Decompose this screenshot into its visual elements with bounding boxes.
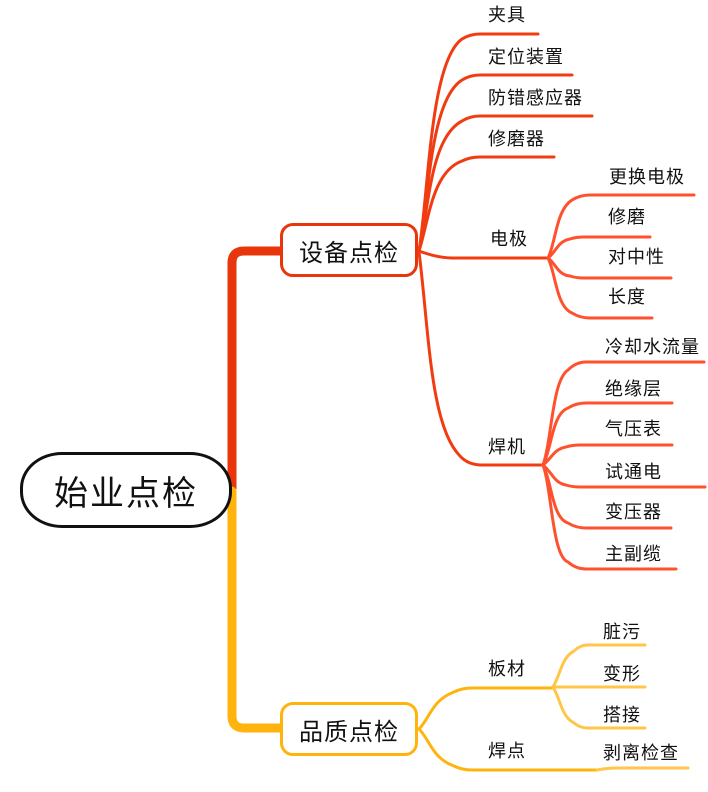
branch-length [546, 256, 654, 320]
topic-welder[interactable]: 焊机 [488, 437, 526, 457]
trunk-equipment [227, 246, 282, 489]
branch-weld-spot [417, 727, 599, 772]
branch-cooling-water-flow [541, 360, 706, 467]
leaf-cooling-water-flow[interactable]: 冷却水流量 [605, 337, 700, 357]
branch-main-sub-cable [541, 463, 678, 571]
leaf-main-sub-cable[interactable]: 主副缆 [605, 544, 662, 564]
leaf-deformation[interactable]: 变形 [603, 664, 641, 684]
leaf-insulation-layer[interactable]: 绝缘层 [605, 379, 662, 399]
branch-dirt [551, 643, 647, 689]
branch-dressing [546, 235, 652, 260]
leaf-dresser[interactable]: 修磨器 [488, 129, 545, 149]
branch-insulation-layer [541, 401, 674, 467]
branch-power-on-test [541, 463, 707, 489]
leaf-transformer[interactable]: 变压器 [605, 502, 662, 522]
branch-pressure-gauge [541, 443, 674, 467]
leaf-error-proof-sensor[interactable]: 防错感应器 [488, 88, 583, 108]
branch-error-proof-sensor [417, 114, 594, 253]
branch-welder [417, 250, 545, 467]
branch-centering [546, 256, 673, 280]
leaf-dressing[interactable]: 修磨 [608, 207, 646, 227]
branch-overlap [551, 685, 647, 730]
branch-dresser [417, 155, 556, 253]
leaf-peel-inspection[interactable]: 剥离检查 [603, 743, 679, 763]
branch-transformer [541, 463, 673, 530]
topic-quality-inspection[interactable]: 品质点检 [280, 702, 418, 756]
branch-peel-inspection [595, 766, 690, 772]
leaf-dirt[interactable]: 脏污 [603, 622, 641, 642]
topic-sheet-material[interactable]: 板材 [488, 659, 526, 679]
trunk-quality [219, 486, 282, 733]
topic-electrode[interactable]: 电极 [490, 229, 528, 249]
leaf-length[interactable]: 长度 [608, 287, 646, 307]
leaf-pressure-gauge[interactable]: 气压表 [605, 419, 662, 439]
branch-replace-electrode [546, 193, 696, 260]
topic-equipment-inspection[interactable]: 设备点检 [280, 223, 418, 277]
branch-electrode [417, 249, 550, 260]
leaf-power-on-test[interactable]: 试通电 [605, 462, 662, 482]
leaf-fixture[interactable]: 夹具 [488, 5, 526, 25]
leaf-centering[interactable]: 对中性 [608, 247, 665, 267]
leaf-replace-electrode[interactable]: 更换电极 [609, 167, 685, 187]
branch-positioning-device [417, 73, 574, 253]
leaf-positioning-device[interactable]: 定位装置 [488, 47, 564, 67]
root-topic[interactable]: 始业点检 [20, 452, 232, 528]
branch-sheet-material [417, 686, 555, 731]
leaf-overlap[interactable]: 搭接 [603, 705, 641, 725]
topic-weld-spot[interactable]: 焊点 [488, 741, 526, 761]
